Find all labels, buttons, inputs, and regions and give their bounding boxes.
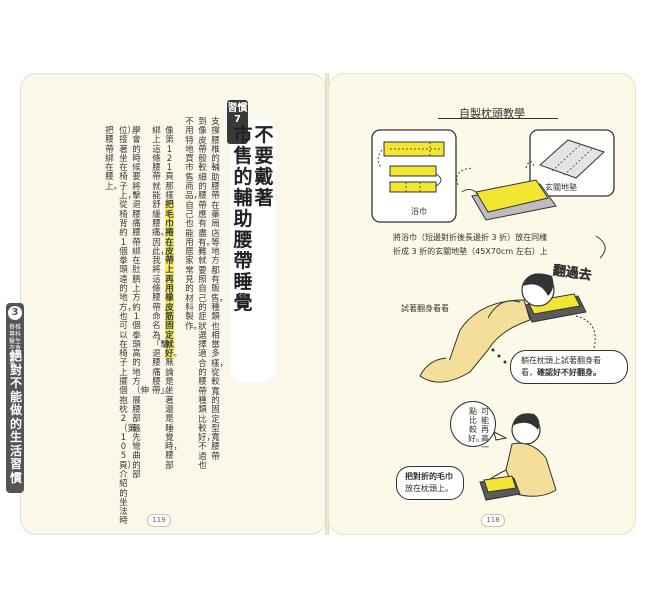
fold-arrow-1 xyxy=(377,149,383,169)
body-column-6: 學會的時候要將擊退腰痛腰帶綁在肚臍上方約1個拳頭高的地方（伸展腰部最先彎曲的部 xyxy=(132,126,150,480)
speech-bubble-line-1: 可能再高一 xyxy=(481,407,489,452)
tip-place-towel: 把對折的毛巾 放在枕頭上。 xyxy=(396,466,464,500)
chapter-subtitle: 脊椎專科醫生不會做的事 xyxy=(9,324,22,366)
page-title-line-2: 市售的輔助腰帶睡覺 xyxy=(233,124,253,314)
body-column-4: 像第121頁那樣把毛巾捲在皮帶上再用橡皮筋固定就好。無論是坐著還是睡覺時，腰部 xyxy=(165,126,183,471)
habit-badge: 習慣7 xyxy=(227,100,248,144)
fold-arrow-2 xyxy=(435,173,442,187)
chapter-side-tab xyxy=(6,303,24,493)
person-hair xyxy=(523,273,554,296)
highlighted-instruction: 把毛巾捲在皮帶上再用橡皮筋固定就好 xyxy=(165,200,174,360)
towel-on-mat xyxy=(475,179,549,213)
entrance-mat xyxy=(539,139,605,179)
turn-arrow xyxy=(575,315,596,349)
body-column-2: 到像皮帶般較細的腰帶應有盡有。難就要照自己的症狀選擇適合的腰帶種類比較好，不過也 xyxy=(198,117,216,471)
mat-label: 玄關地墊 xyxy=(545,183,577,192)
diagram-caption: 將浴巾（短邊對折後長邊折 3 折）放在同樣 折成 3 折的玄關地墊（45X70c… xyxy=(393,233,548,256)
book-spine xyxy=(325,73,329,535)
chapter-title: 絕對不能做的生活習慣 xyxy=(9,349,22,485)
body-column-3: 不用特地買市售商品，自己也能用居家常見的材料製作。 xyxy=(185,117,203,332)
try-turning-label: 試著翻身看看 xyxy=(401,304,449,313)
towel-label: 浴巾 xyxy=(411,207,427,216)
diagram-title: 自製枕頭教學 xyxy=(459,107,525,120)
speech-bubble-line-2: 點比較好。 xyxy=(468,407,484,443)
page-number-left: 119 xyxy=(147,514,171,527)
tip-roll-over: 躺在枕頭上試著翻身看 看，確認好不好翻身。 xyxy=(510,350,628,384)
towel-half-folded xyxy=(389,165,437,177)
diagram-title-underline xyxy=(438,118,558,119)
kneeling-person-body xyxy=(505,442,557,497)
arrow-mat-to-pillow xyxy=(525,161,535,169)
body-column-1: 支撐腰椎的輔助腰帶在藥局店等地方都有販售。種類也相當多樣，從較寬的固定型寬腰帶 xyxy=(211,117,229,462)
speech-bubble xyxy=(450,401,496,447)
chapter-number: 3 xyxy=(8,306,22,320)
page-title-line-1: 不要戴著 xyxy=(254,124,274,209)
title-panel xyxy=(230,120,276,382)
page-number-right: 118 xyxy=(481,514,505,527)
arrow-towel-to-pillow xyxy=(456,167,473,186)
body-column-8: 把腰帶綁在腰上。 xyxy=(105,126,123,192)
person-legs xyxy=(419,357,471,383)
